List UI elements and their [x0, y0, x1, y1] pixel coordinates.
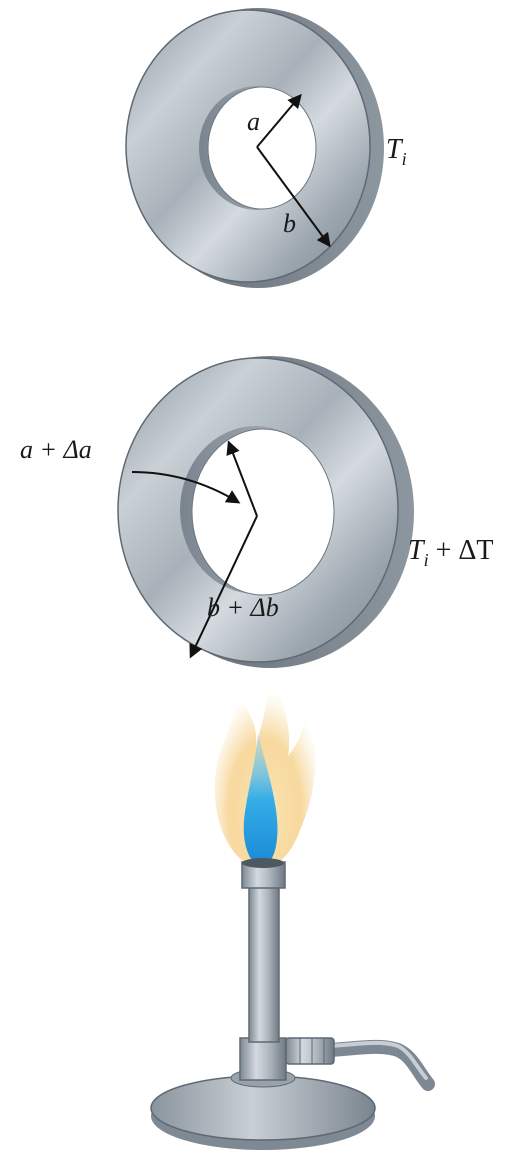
- bunsen-burner: [150, 858, 435, 1150]
- washer-initial: a b Ti: [125, 8, 407, 288]
- label-temperature-heated: Ti + ΔT: [408, 535, 494, 570]
- washer-heated-hole: [191, 428, 335, 596]
- radius-a-arrow: [256, 93, 302, 148]
- flame: [214, 672, 316, 870]
- label-b-plus-delta-b: b + Δb: [207, 593, 279, 622]
- gas-hose: [323, 1039, 435, 1091]
- radius-b-arrow: [256, 146, 331, 248]
- label-a-plus-delta-a: a + Δa: [20, 435, 92, 464]
- radius-a-plus-delta-a-arrow: [226, 440, 258, 517]
- radius-b-plus-delta-b-arrow: [189, 515, 258, 659]
- burner-collar: [239, 1037, 287, 1081]
- label-b: b: [283, 209, 296, 238]
- washer-heated: a + Δa b + Δb Ti + ΔT: [20, 356, 494, 668]
- burner-tip-opening: [242, 858, 284, 868]
- gas-hose-highlight: [328, 1040, 428, 1080]
- flame-inner: [243, 732, 278, 868]
- label-a-leader-arrow: [131, 471, 241, 504]
- label-a: a: [247, 107, 260, 136]
- label-temperature-initial: Ti: [386, 134, 407, 169]
- gas-inlet: [285, 1037, 335, 1065]
- washer-initial-hole: [207, 86, 317, 210]
- burner-tube: [248, 883, 280, 1043]
